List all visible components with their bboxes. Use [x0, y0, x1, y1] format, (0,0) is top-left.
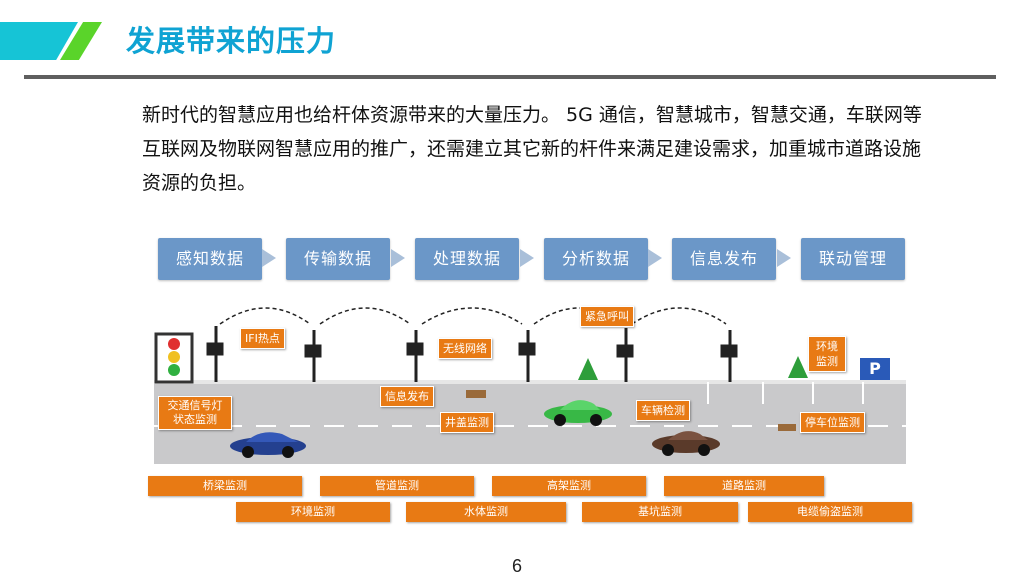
pit-monitor-box: 基坑监测	[582, 502, 738, 522]
dark-car-icon	[652, 431, 720, 456]
page-number: 6	[512, 556, 523, 576]
traffic-light-icon	[154, 332, 194, 384]
manhole-monitor-label: 井盖监测	[440, 412, 494, 433]
blue-car-icon	[230, 432, 306, 458]
flow-step-2: 传输数据	[286, 238, 390, 280]
wireless-network-label: 无线网络	[438, 338, 492, 359]
flow-arrow-icon	[777, 249, 791, 267]
flow-arrow-icon	[648, 249, 662, 267]
green-car-icon	[544, 400, 612, 426]
environment-monitor-label: 环境监测	[808, 336, 846, 372]
page-title: 发展带来的压力	[126, 24, 337, 58]
flow-step-3: 处理数据	[415, 238, 519, 280]
road-monitor-box: 道路监测	[664, 476, 824, 496]
info-publish-label: 信息发布	[380, 386, 434, 407]
emergency-call-label: 紧急呼叫	[580, 306, 634, 327]
parking-sign-icon	[860, 358, 890, 380]
flow-step-6: 联动管理	[801, 238, 905, 280]
lamp-poles	[206, 326, 738, 382]
bridge-monitor-box: 桥梁监测	[148, 476, 302, 496]
wifi-hotspot-label: IFI热点	[240, 328, 285, 349]
traffic-light-label: 交通信号灯状态监测	[158, 396, 232, 430]
flow-arrow-icon	[262, 249, 276, 267]
cable-theft-monitor-box: 电缆偷盗监测	[748, 502, 912, 522]
flow-arrow-icon	[391, 249, 405, 267]
elevated-monitor-box: 高架监测	[492, 476, 646, 496]
parking-space-label: 停车位监测	[800, 412, 865, 433]
body-paragraph: 新时代的智慧应用也给杆体资源带来的大量压力。 5G 通信，智慧城市，智慧交通，车…	[142, 104, 922, 194]
water-monitor-box: 水体监测	[406, 502, 566, 522]
flow-step-1: 感知数据	[158, 238, 262, 280]
header-divider	[24, 75, 996, 79]
pipe-monitor-box: 管道监测	[320, 476, 474, 496]
flow-step-5: 信息发布	[672, 238, 776, 280]
environment-monitor-box: 环境监测	[236, 502, 390, 522]
smart-street-illustration: P 交通信号灯状态监测 IFI热点 信息发布 无线网络 井盖监测 紧急呼叫 车辆…	[148, 296, 912, 528]
parking-sign-letter: P	[869, 359, 881, 378]
vehicle-detection-label: 车辆检测	[636, 400, 690, 421]
flow-arrow-icon	[520, 249, 534, 267]
flow-step-4: 分析数据	[544, 238, 648, 280]
